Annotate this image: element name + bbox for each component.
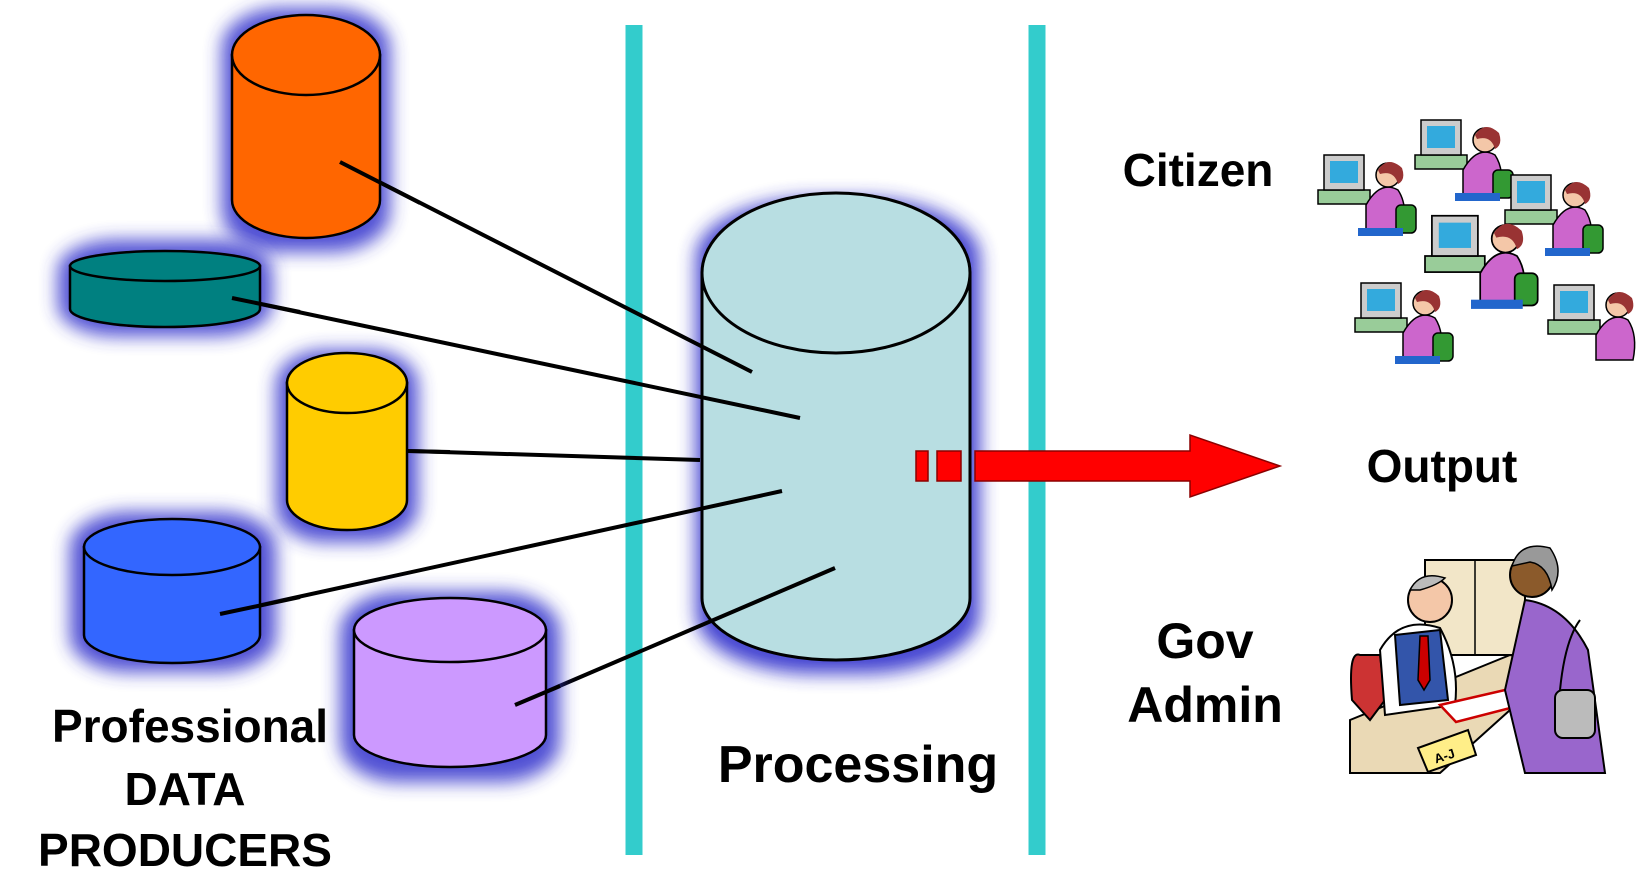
teal-database-icon — [58, 240, 272, 336]
producers-label-line1: Professional — [52, 700, 328, 752]
yellow-database-icon — [276, 350, 418, 542]
connector-blue — [219, 489, 783, 616]
people-at-computers-icon — [1317, 119, 1636, 364]
clerk-at-desk-icon: A-J — [1349, 545, 1607, 774]
connector-purple — [514, 566, 836, 707]
output-arrow-icon — [915, 433, 1283, 499]
connector-teal — [231, 296, 801, 420]
processing-label: Processing — [718, 736, 998, 794]
blue-database-icon — [70, 512, 276, 672]
svg-text:A-J: A-J — [1432, 746, 1457, 767]
gov-admin-label-line1: Gov — [1156, 613, 1253, 669]
producers-label-line3: PRODUCERS — [38, 824, 332, 873]
output-label: Output — [1367, 440, 1518, 492]
gov-admin-label-line2: Admin — [1127, 677, 1283, 733]
processing-database-icon — [696, 191, 980, 674]
citizen-label: Citizen — [1123, 144, 1274, 196]
producers-label-line2: DATA — [125, 763, 246, 815]
orange-database-icon — [222, 8, 390, 252]
connector-yellow — [409, 449, 701, 462]
purple-database-icon — [340, 592, 560, 782]
